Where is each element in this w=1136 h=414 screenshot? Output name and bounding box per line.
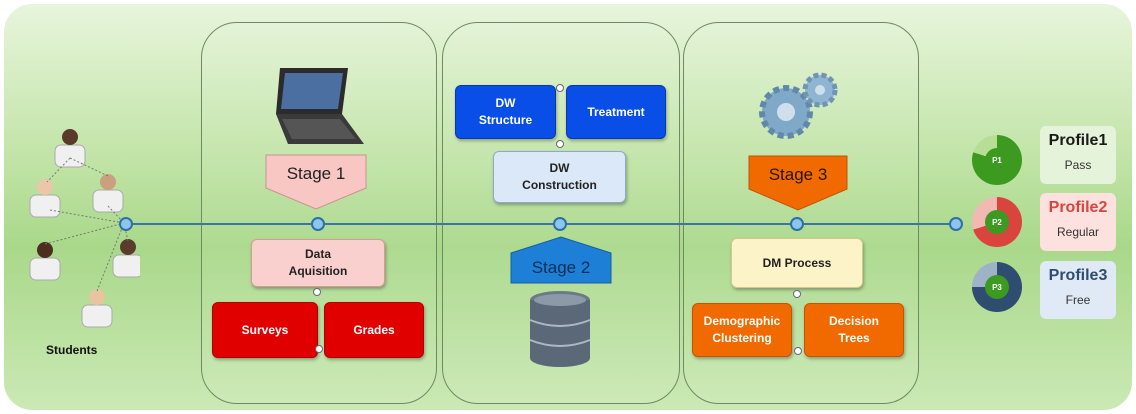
- profile1-card: Profile1 Pass: [1040, 126, 1116, 184]
- dw-construction-box: DW Construction: [493, 151, 626, 203]
- dm-process-box: DM Process: [731, 238, 863, 288]
- stage3-arrow: [748, 155, 848, 211]
- profile2-card: Profile2 Regular: [1040, 193, 1116, 251]
- students-icon: [29, 129, 140, 328]
- person-icon: [54, 129, 86, 168]
- stage1-arrow: [265, 154, 367, 210]
- connector-dot: [556, 84, 564, 92]
- stage3-node: [790, 217, 804, 231]
- laptop-icon: [276, 68, 364, 144]
- stage1-label: Stage 1: [286, 164, 346, 183]
- profile2-subtitle: Regular: [1056, 225, 1100, 239]
- profile1-ring: P1: [972, 135, 1022, 185]
- demographic-clustering-box: Demographic Clustering: [692, 303, 792, 357]
- connector-dot: [794, 347, 802, 355]
- person-icon: [112, 239, 140, 278]
- profile2-title: Profile2: [1048, 199, 1108, 216]
- profile3-title: Profile3: [1048, 267, 1108, 284]
- stage2-arrow: [510, 236, 612, 284]
- person-icon: [29, 242, 61, 281]
- treatment-box: Treatment: [566, 85, 666, 139]
- stage2-node: [553, 217, 567, 231]
- connector-dot: [793, 290, 801, 298]
- profile1-title: Profile1: [1048, 132, 1108, 149]
- person-icon: [29, 179, 61, 218]
- stage3-label: Stage 3: [768, 165, 828, 184]
- connector-dot: [556, 140, 564, 148]
- profile2-ring: P2: [972, 197, 1022, 247]
- person-icon: [92, 174, 124, 213]
- gears-icon: [759, 72, 838, 139]
- database-icon: [529, 291, 591, 367]
- connector-dot: [315, 345, 323, 353]
- profile1-badge: P1: [985, 148, 1009, 172]
- person-icon: [81, 289, 113, 328]
- surveys-box: Surveys: [212, 302, 318, 358]
- connector-dot: [313, 288, 321, 296]
- profile3-ring: P3: [972, 262, 1022, 312]
- students-label: Students: [46, 343, 98, 357]
- start-node: [119, 217, 133, 231]
- stage1-node: [311, 217, 325, 231]
- profile3-card: Profile3 Free: [1040, 261, 1116, 319]
- data-acquisition-box: Data Aquisition: [251, 239, 385, 287]
- dw-structure-box: DW Structure: [455, 85, 556, 139]
- profile3-badge: P3: [985, 275, 1009, 299]
- profile1-subtitle: Pass: [1064, 158, 1092, 172]
- flow-line: [125, 223, 955, 225]
- grades-box: Grades: [324, 302, 424, 358]
- stage2-label: Stage 2: [531, 258, 591, 277]
- profile3-subtitle: Free: [1065, 293, 1091, 307]
- end-node: [949, 217, 963, 231]
- profile2-badge: P2: [985, 210, 1009, 234]
- decision-trees-box: Decision Trees: [804, 303, 904, 357]
